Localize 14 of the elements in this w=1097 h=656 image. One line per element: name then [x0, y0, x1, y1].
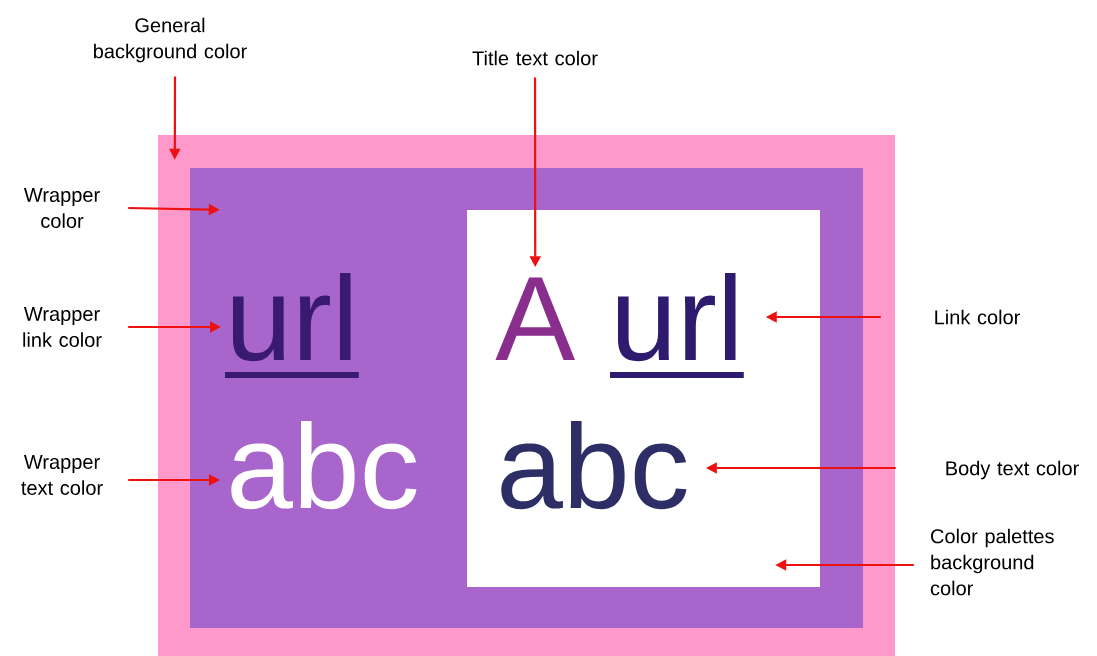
title-letter: A — [495, 277, 575, 360]
callout-label: Title text color — [472, 50, 598, 66]
link-text: url — [610, 273, 744, 378]
callout-label: Wrapper link color — [23, 307, 102, 347]
callout-label: Link color — [935, 309, 1020, 325]
link-text: url — [225, 273, 359, 378]
body-text: abc — [231, 421, 417, 510]
callout-label: Body text color — [946, 460, 1079, 480]
callout-label: General background color — [94, 17, 247, 63]
body-text: abc — [501, 421, 687, 510]
callout-label: Wrapper color — [23, 188, 100, 228]
palette-panel — [467, 210, 820, 587]
callout-label: Wrapper text color — [21, 455, 103, 495]
callout-label: Color palettes background color — [930, 528, 1054, 596]
